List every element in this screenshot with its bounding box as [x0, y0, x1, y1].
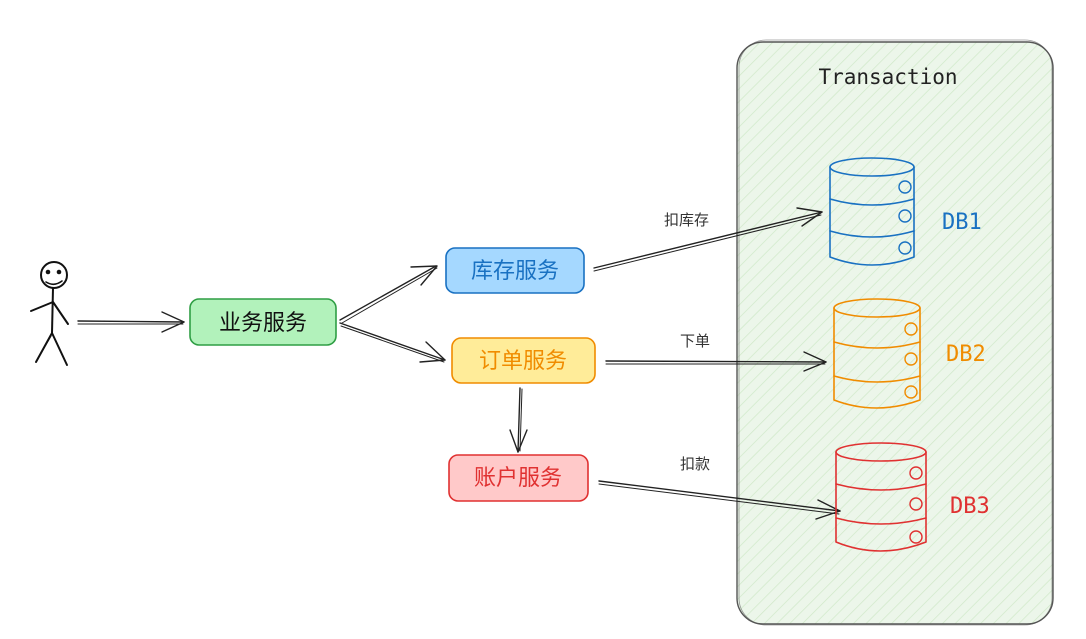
db2-label: DB2	[946, 342, 986, 367]
edge-label-deduct-payment: 扣款	[680, 455, 710, 473]
db1-label: DB1	[942, 210, 982, 235]
inventory-service-label: 库存服务	[471, 259, 559, 284]
account-service-label: 账户服务	[474, 466, 562, 491]
transaction-title: Transaction	[818, 65, 957, 89]
arrow-inventory-to-db1: 扣库存	[593, 207, 823, 272]
db3-label: DB3	[950, 494, 990, 519]
edge-label-deduct-inventory: 扣库存	[664, 211, 709, 229]
user-actor-icon	[30, 261, 69, 366]
edge-label-place-order: 下单	[680, 332, 710, 350]
transaction-container: Transaction	[736, 39, 1054, 626]
arrow-order-to-db2: 下单	[605, 332, 827, 372]
database-db1-icon	[829, 157, 915, 266]
database-db2-icon	[833, 298, 921, 409]
business-service-node[interactable]: 业务服务	[189, 298, 337, 346]
arrow-order-to-account	[509, 387, 528, 453]
arrow-business-to-order	[339, 322, 446, 363]
database-db3-icon	[835, 442, 927, 552]
account-service-node[interactable]: 账户服务	[448, 454, 589, 502]
arrow-business-to-inventory	[339, 265, 438, 324]
arrow-user-to-business	[77, 311, 185, 333]
inventory-service-node[interactable]: 库存服务	[445, 247, 585, 294]
business-service-label: 业务服务	[219, 311, 307, 336]
order-service-label: 订单服务	[479, 349, 567, 374]
arrow-account-to-db3: 扣款	[598, 455, 841, 520]
order-service-node[interactable]: 订单服务	[451, 337, 596, 384]
